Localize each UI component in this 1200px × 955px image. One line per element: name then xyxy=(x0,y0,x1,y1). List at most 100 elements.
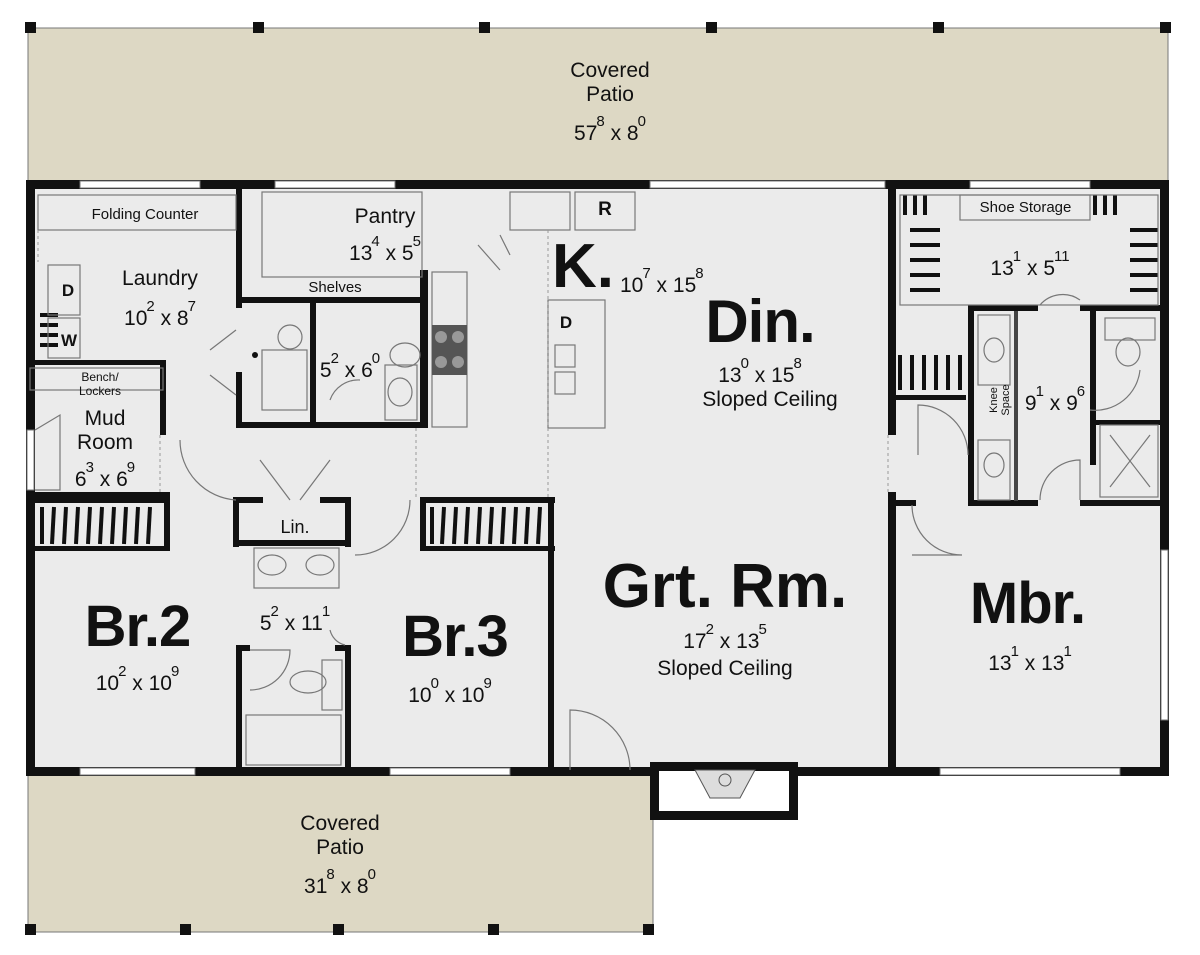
covered-patio-rear xyxy=(27,27,1169,184)
dim-a: 13 xyxy=(718,364,742,387)
knee-line1: Knee xyxy=(988,387,1000,413)
dining-dims: 130 x 158 xyxy=(700,356,820,387)
front-patio-name: Covered Patio xyxy=(260,813,420,858)
great-room-dims: 172 x 135 xyxy=(665,622,785,653)
dim-b: 11 xyxy=(301,612,323,635)
dim-sep: x xyxy=(719,630,731,653)
dim-a: 9 xyxy=(1024,392,1037,415)
dim-a-sup: 4 xyxy=(371,233,380,250)
dim-a-sup: 2 xyxy=(146,298,155,315)
dim-a-sup: 1 xyxy=(1012,248,1022,265)
mud-line1: Mud xyxy=(84,407,126,430)
front-patio-line2: Patio xyxy=(316,836,364,859)
dim-b: 9 xyxy=(1066,392,1078,415)
dim-a: 5 xyxy=(319,359,332,382)
dim-sep: x xyxy=(132,672,143,695)
dim-b: 15 xyxy=(672,274,697,297)
bedroom2-name: Br.2 xyxy=(84,594,192,659)
kitchen-dims: 107 x 158 xyxy=(620,266,730,297)
dim-b-sup: 9 xyxy=(170,663,180,680)
dim-sep: x xyxy=(1024,652,1036,675)
dim-a: 10 xyxy=(408,684,432,707)
powder-dims: 52 x 60 xyxy=(310,351,390,382)
dim-a: 6 xyxy=(74,468,87,491)
dim-b-sup: 6 xyxy=(1076,383,1086,400)
linen-name: Lin. xyxy=(280,517,310,537)
rear-patio-line1: Covered xyxy=(570,59,650,82)
front-patio-dims: 318 x 80 xyxy=(260,867,420,898)
dining-name: Din. xyxy=(705,288,815,355)
shoe-storage-label: Shoe Storage xyxy=(979,199,1072,216)
dim-b-sup: 0 xyxy=(637,113,646,130)
master-bedroom-dims: 131 x 131 xyxy=(970,644,1090,675)
dim-sep: x xyxy=(610,122,622,145)
rear-patio-name: Covered Patio xyxy=(530,60,690,105)
dim-a-sup: 2 xyxy=(118,663,127,680)
dim-sep: x xyxy=(340,875,352,898)
washer-label: W xyxy=(60,331,78,350)
closet-hatching xyxy=(40,195,1158,545)
great-room-note: Sloped Ceiling xyxy=(657,657,793,680)
front-patio-line1: Covered xyxy=(300,812,380,835)
dim-a-sup: 2 xyxy=(705,621,714,638)
shelves-label: Shelves xyxy=(308,279,362,296)
dim-a-sup: 0 xyxy=(740,355,749,372)
dim-a: 57 xyxy=(574,122,598,145)
dim-b: 10 xyxy=(148,672,172,695)
dim-a: 17 xyxy=(683,630,707,653)
dim-b: 5 xyxy=(1043,257,1055,280)
range-icon xyxy=(432,325,467,375)
dim-b-sup: 0 xyxy=(367,866,376,883)
bedroom3-name: Br.3 xyxy=(402,604,509,669)
dim-b-sup: 9 xyxy=(483,675,492,692)
dim-b: 5 xyxy=(401,242,414,265)
fixtures xyxy=(29,191,1159,771)
bedroom2-dims: 102 x 109 xyxy=(80,664,195,695)
master-bath-dims: 91 x 96 xyxy=(1010,384,1100,415)
pantry-name: Pantry xyxy=(354,205,416,228)
dim-b-sup: 1 xyxy=(1063,643,1072,660)
dim-a: 5 xyxy=(259,612,272,635)
mud-room-name: Mud Room xyxy=(55,408,155,453)
dining-note: Sloped Ceiling xyxy=(702,388,838,411)
dim-a: 10 xyxy=(124,307,148,330)
dim-a-sup: 2 xyxy=(330,350,339,367)
dim-a: 13 xyxy=(990,257,1014,280)
dim-b-sup: 9 xyxy=(126,459,136,476)
dim-a: 10 xyxy=(95,672,120,695)
dim-a-sup: 8 xyxy=(596,113,605,130)
bench-line2: Lockers xyxy=(78,384,122,398)
dim-b-sup: 7 xyxy=(187,298,196,315)
dim-a-sup: 7 xyxy=(642,265,651,282)
dim-a-sup: 1 xyxy=(1035,383,1044,400)
dim-b-sup: 8 xyxy=(695,265,704,282)
dim-a-sup: 3 xyxy=(85,459,94,476)
covered-patio-front xyxy=(27,774,654,933)
dim-b-sup: 11 xyxy=(1054,248,1070,265)
bench-line1: Bench/ xyxy=(81,370,119,384)
master-bedroom-name: Mbr. xyxy=(969,571,1086,636)
bedroom3-dims: 100 x 109 xyxy=(395,676,505,707)
pantry-dims: 134 x 55 xyxy=(315,234,455,265)
dim-b-sup: 0 xyxy=(371,350,381,367)
dryer-label: D xyxy=(61,281,75,300)
dim-b: 10 xyxy=(461,684,485,707)
dim-b: 6 xyxy=(116,468,128,491)
bench-lockers-label: Bench/ Lockers xyxy=(50,371,150,397)
dim-b: 6 xyxy=(361,359,373,382)
fridge-label: R xyxy=(598,199,612,220)
kitchen-name: K. xyxy=(552,232,614,301)
dim-b: 15 xyxy=(771,364,795,387)
windows xyxy=(26,180,1169,776)
dim-sep: x xyxy=(385,242,397,265)
dim-b: 8 xyxy=(176,307,189,330)
dim-a: 13 xyxy=(988,652,1012,675)
dishwasher-label: D xyxy=(559,313,573,332)
dim-sep: x xyxy=(99,468,111,491)
laundry-dims: 102 x 87 xyxy=(95,299,225,330)
dim-b-sup: 5 xyxy=(758,621,767,638)
master-closet-dims: 131 x 511 xyxy=(975,249,1085,280)
mud-room-dims: 63 x 69 xyxy=(55,460,155,491)
dim-a-sup: 2 xyxy=(270,603,279,620)
